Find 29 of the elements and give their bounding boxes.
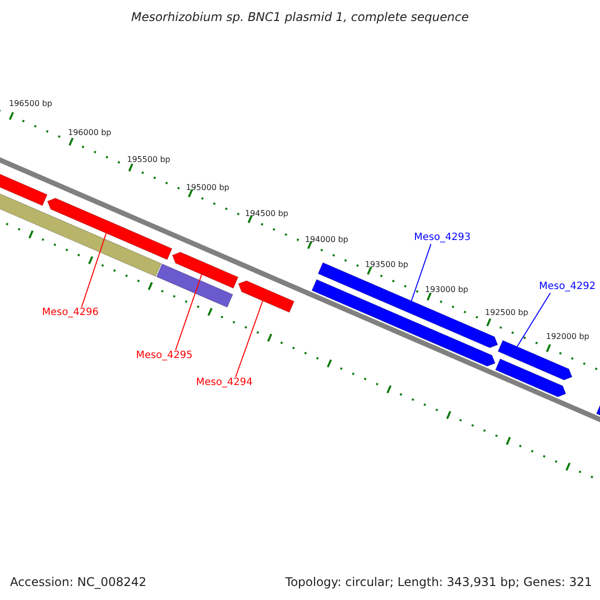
summary-text: Topology: circular; Length: 343,931 bp; Genes: 321 [285, 575, 592, 589]
tick-label: 192500 bp [485, 308, 528, 317]
leader-line [175, 274, 202, 350]
gene-label: Meso_4292 [539, 281, 596, 293]
gene-block [156, 264, 234, 308]
leader-line [516, 292, 551, 348]
leader-line [81, 232, 107, 308]
tick-label: 196000 bp [68, 128, 112, 137]
gene-label: Meso_4294 [196, 377, 253, 389]
leader-line [410, 244, 432, 302]
tick-label: 194000 bp [305, 235, 348, 244]
gene-label: Meso_4293 [414, 232, 471, 244]
gene-block [495, 358, 566, 398]
tick-label: 195500 bp [127, 155, 170, 164]
leader-line [235, 300, 264, 378]
tick-label: 194500 bp [245, 209, 288, 218]
tick-label: 193500 bp [365, 260, 408, 269]
tick-label: 195000 bp [186, 183, 230, 192]
accession-text: Accession: NC_008242 [10, 575, 146, 589]
title: Mesorhizobium sp. BNC1 plasmid 1, complete sequence [130, 10, 470, 24]
gene-block [172, 252, 238, 289]
gene-label: Meso_4295 [136, 350, 193, 362]
gene-block [238, 280, 294, 313]
tick-label: 193000 bp [425, 285, 468, 294]
gene-block [47, 198, 172, 260]
tick-label: 192000 bp [546, 332, 590, 341]
tick-label: 196500 bp [9, 99, 52, 108]
gene-block [498, 340, 572, 380]
gene-label: Meso_4296 [42, 307, 99, 319]
